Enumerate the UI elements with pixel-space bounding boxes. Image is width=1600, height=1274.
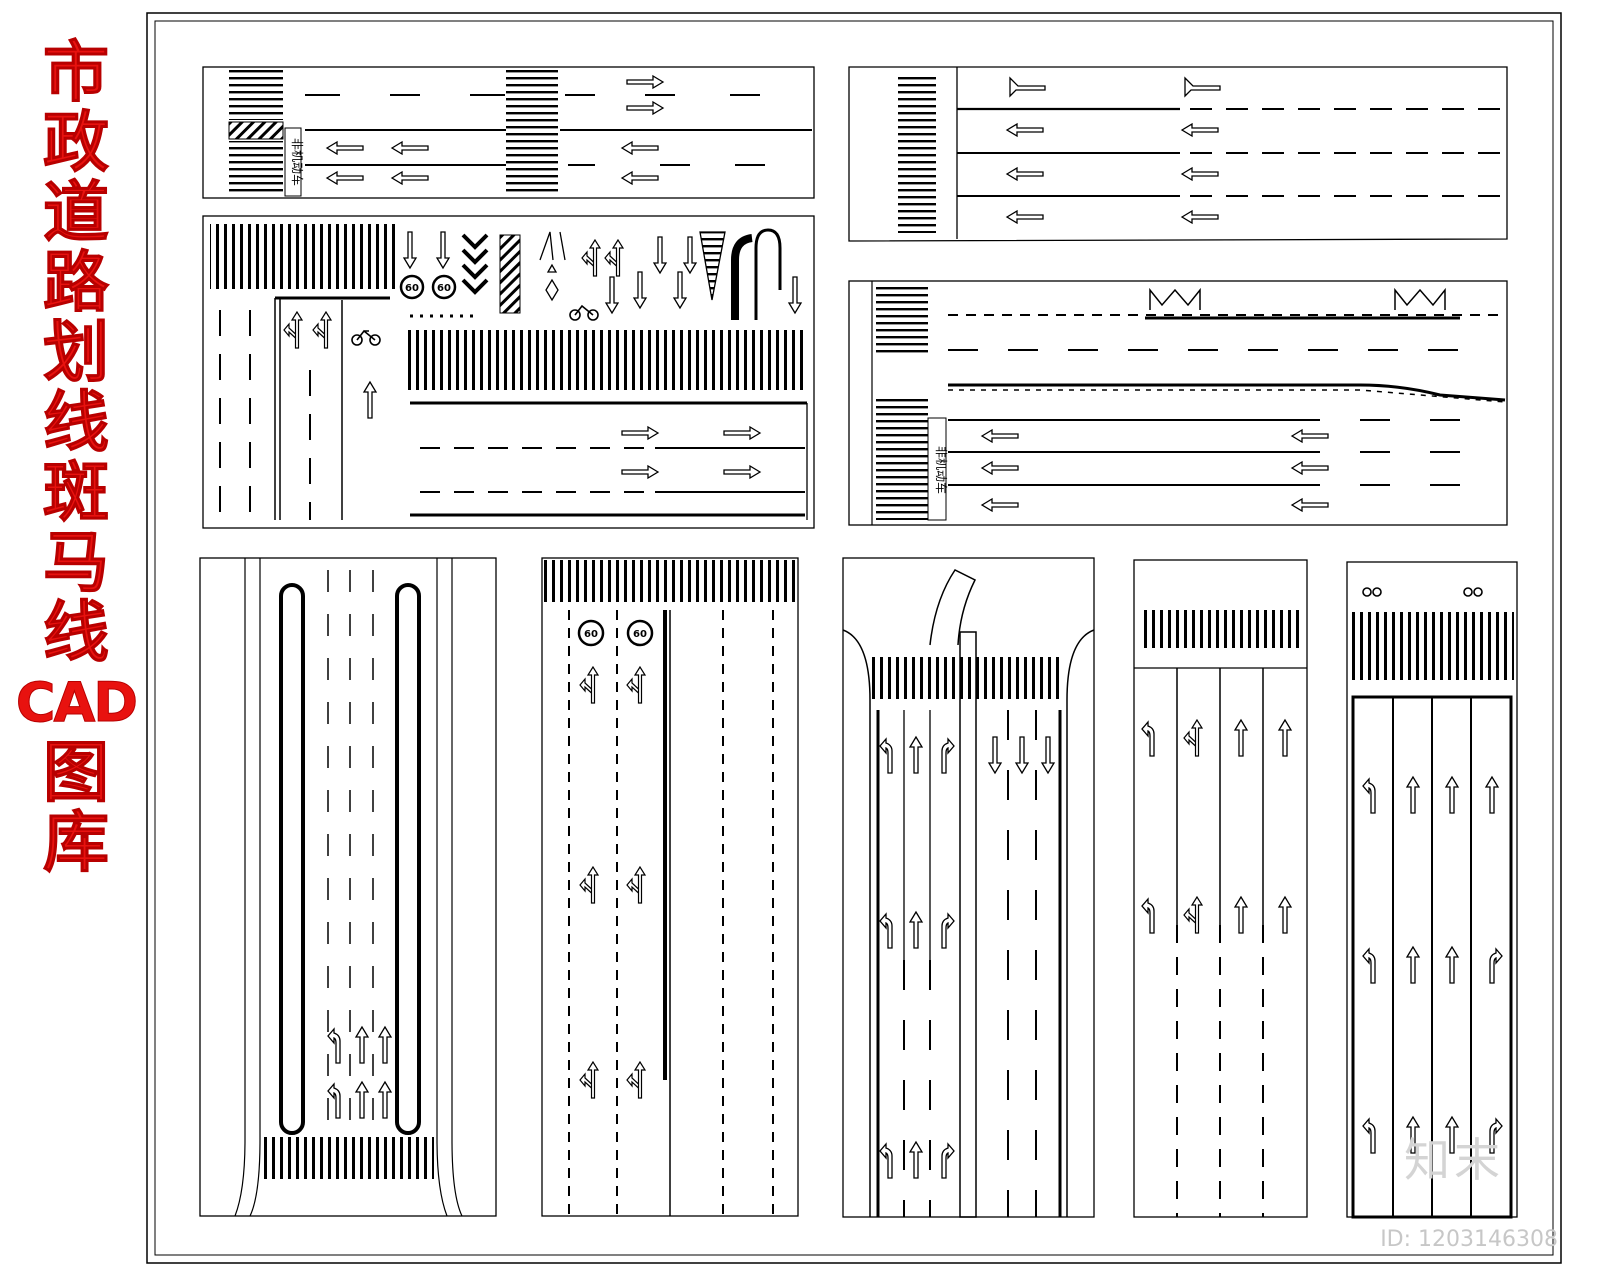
title-char: 线 <box>43 594 110 671</box>
title-char: 库 <box>43 804 110 881</box>
lane-word-marking: 非机动车 <box>934 446 949 494</box>
vertical-title: 市 政 道 路 划 线 斑 马 线 CAD 图 库 <box>15 34 138 881</box>
panel-merge-lane: 非机动车 <box>848 280 1508 526</box>
watermark-logo: 知末 <box>1404 1133 1504 1187</box>
watermark-id: ID: 1203146308 <box>1380 1227 1558 1252</box>
lane-word-marking: 非机动车 <box>290 138 305 186</box>
bicycle-icon <box>569 304 599 321</box>
panel-four-lanes-bike <box>1346 561 1518 1219</box>
title-char: 划 <box>43 314 110 391</box>
speed-60-label: 60 <box>437 283 451 294</box>
title-char: 政 <box>43 104 110 181</box>
speed-60-label: 60 <box>584 629 598 640</box>
bicycle-icon <box>1362 587 1483 597</box>
panel-four-lanes <box>1133 559 1308 1218</box>
title-char: 线 <box>43 384 110 461</box>
panel-left-turn-lanes <box>848 66 1508 242</box>
panel-road-loop <box>199 557 497 1217</box>
title-char: 路 <box>43 244 110 321</box>
title-char: 斑 <box>43 454 110 531</box>
speed-60-label: 60 <box>633 629 647 640</box>
panel-marking-symbols: 60 60 <box>202 215 815 529</box>
panel-speed-lanes: 60 60 <box>541 557 799 1217</box>
title-char: 市 <box>43 34 110 111</box>
panel-curved-approach <box>842 557 1095 1218</box>
speed-60-label: 60 <box>405 283 419 294</box>
title-char: CAD <box>15 671 138 735</box>
speed-marking: 60 60 <box>399 274 457 300</box>
title-char: 图 <box>43 734 110 811</box>
title-char: 马 <box>43 524 110 601</box>
title-char: 道 <box>43 174 110 251</box>
speed-marking: 60 60 <box>577 619 654 647</box>
panel-intersection-crosswalk: 非机动车 <box>202 66 815 199</box>
bicycle-icon <box>351 329 381 346</box>
